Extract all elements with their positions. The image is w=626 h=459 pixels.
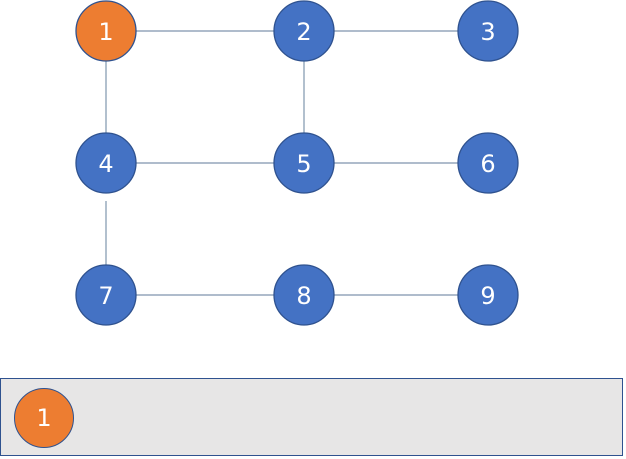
node-1-circle [75,0,137,62]
node-7[interactable]: 7 [75,264,137,326]
node-6-circle [457,132,519,194]
queue-item: 1 [14,388,74,448]
node-6-label: 6 [480,150,495,178]
node-7-circle [75,264,137,326]
node-6[interactable]: 6 [457,132,519,194]
node-8-label: 8 [296,282,311,310]
node-5-label: 5 [296,150,311,178]
node-7-label: 7 [98,282,113,310]
node-9-circle [457,264,519,326]
node-8[interactable]: 8 [273,264,335,326]
node-5-circle [273,132,335,194]
node-3[interactable]: 3 [457,0,519,62]
node-3-circle [457,0,519,62]
graph-nodes: 1 2 3 4 5 6 7 8 9 [75,0,519,326]
node-9-label: 9 [480,282,495,310]
node-5[interactable]: 5 [273,132,335,194]
graph-edges [105,30,458,296]
node-9[interactable]: 9 [457,264,519,326]
node-2-label: 2 [296,18,311,46]
node-4[interactable]: 4 [75,132,137,194]
queue-panel: 1 [0,378,623,456]
node-4-label: 4 [98,150,113,178]
node-4-circle [75,132,137,194]
node-1-label: 1 [98,18,113,46]
node-3-label: 3 [480,18,495,46]
node-2[interactable]: 2 [273,0,335,62]
node-2-circle [273,0,335,62]
node-8-circle [273,264,335,326]
node-1[interactable]: 1 [75,0,137,62]
